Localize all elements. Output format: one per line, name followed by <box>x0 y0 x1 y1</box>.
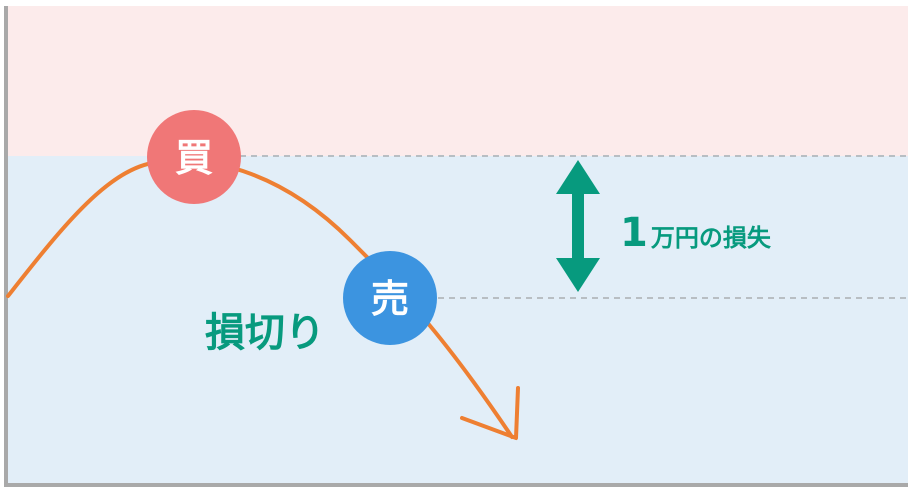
stop-loss-label: 損切り <box>205 310 325 356</box>
sell-marker-label: 売 <box>371 277 409 321</box>
double-arrow-vertical-icon <box>556 160 600 292</box>
upper-price-zone <box>8 6 908 156</box>
buy-marker-label: 買 <box>175 136 213 180</box>
sell-marker: 売 <box>343 251 437 345</box>
loss-amount-number: 1 <box>620 210 648 256</box>
lower-price-zone <box>8 156 908 483</box>
buy-marker: 買 <box>147 110 241 204</box>
arrowhead-down-right-icon <box>460 386 520 440</box>
loss-amount-suffix: 万円の損失 <box>651 224 772 252</box>
